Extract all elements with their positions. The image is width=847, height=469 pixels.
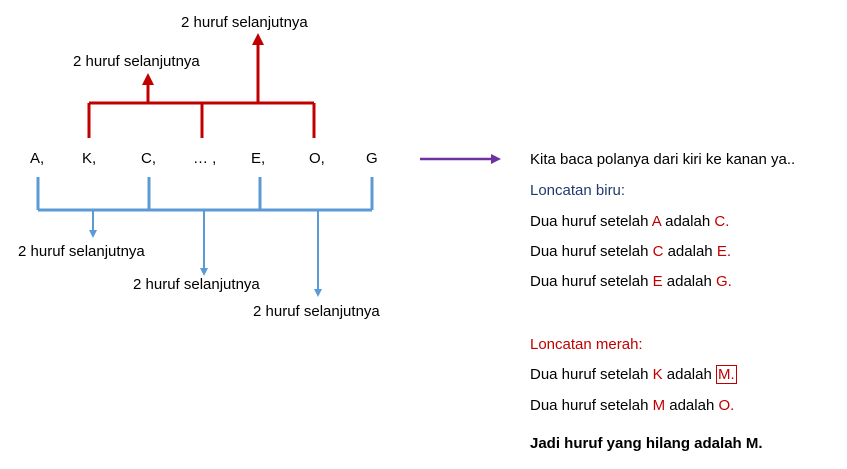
red-row-2: Dua huruf setelah M adalah O. [530, 397, 734, 415]
blue-row-3: Dua huruf setelah E adalah G. [530, 273, 732, 291]
row-pre: Dua huruf setelah [530, 243, 653, 260]
seq-letter-c: C, [141, 150, 156, 167]
row-period: . [730, 366, 735, 383]
blue-row-2: Dua huruf setelah C adalah E. [530, 243, 731, 261]
seq-letter-k: K, [82, 150, 96, 167]
seq-missing: … , [193, 150, 216, 167]
blue-label-1: 2 huruf selanjutnya [18, 243, 145, 260]
row-from-letter: M [652, 397, 666, 414]
row-period: . [725, 213, 730, 230]
row-to-letter: G [715, 273, 728, 290]
row-pre: Dua huruf setelah [530, 273, 653, 290]
red-label-mid: 2 huruf selanjutnya [73, 53, 200, 70]
blue-row-1: Dua huruf setelah A adalah C. [530, 213, 729, 231]
answer-box: M. [715, 365, 737, 384]
blue-label-2: 2 huruf selanjutnya [133, 276, 260, 293]
row-to-letter: E [716, 243, 727, 260]
explanation-intro: Kita baca polanya dari kiri ke kanan ya.… [530, 151, 796, 168]
row-mid: adalah [662, 273, 716, 290]
seq-letter-a: A, [30, 150, 44, 167]
row-pre: Dua huruf setelah [530, 366, 653, 383]
row-to-letter: C [714, 213, 726, 230]
row-period: . [727, 273, 732, 290]
red-row-1: Dua huruf setelah K adalah M. [530, 365, 737, 384]
conclusion: Jadi huruf yang hilang adalah M. [530, 435, 763, 452]
row-to-letter: O [718, 397, 731, 414]
row-mid: adalah [665, 397, 719, 414]
letter-sequence: A, K, C, … , E, O, G [30, 150, 378, 167]
row-pre: Dua huruf setelah [530, 397, 653, 414]
row-from-letter: E [652, 273, 663, 290]
row-from-letter: C [652, 243, 664, 260]
row-pre: Dua huruf setelah [530, 213, 652, 230]
row-from-letter: A [651, 213, 661, 230]
red-bracket [87, 33, 316, 138]
row-mid: adalah [662, 366, 716, 383]
row-period: . [730, 397, 735, 414]
row-to-letter: M [717, 366, 731, 383]
blue-heading: Loncatan biru: [530, 182, 626, 199]
red-heading: Loncatan merah: [530, 336, 643, 353]
row-mid: adalah [663, 243, 717, 260]
blue-label-3: 2 huruf selanjutnya [253, 303, 380, 320]
seq-letter-o: O, [309, 150, 325, 167]
red-label-top: 2 huruf selanjutnya [181, 14, 308, 31]
blue-bracket [36, 177, 374, 297]
step-labels: 2 huruf selanjutnya 2 huruf selanjutnya … [18, 14, 380, 320]
row-from-letter: K [652, 366, 663, 383]
row-mid: adalah [660, 213, 715, 230]
seq-letter-e: E, [251, 150, 265, 167]
row-period: . [726, 243, 731, 260]
seq-letter-g: G [366, 150, 378, 167]
